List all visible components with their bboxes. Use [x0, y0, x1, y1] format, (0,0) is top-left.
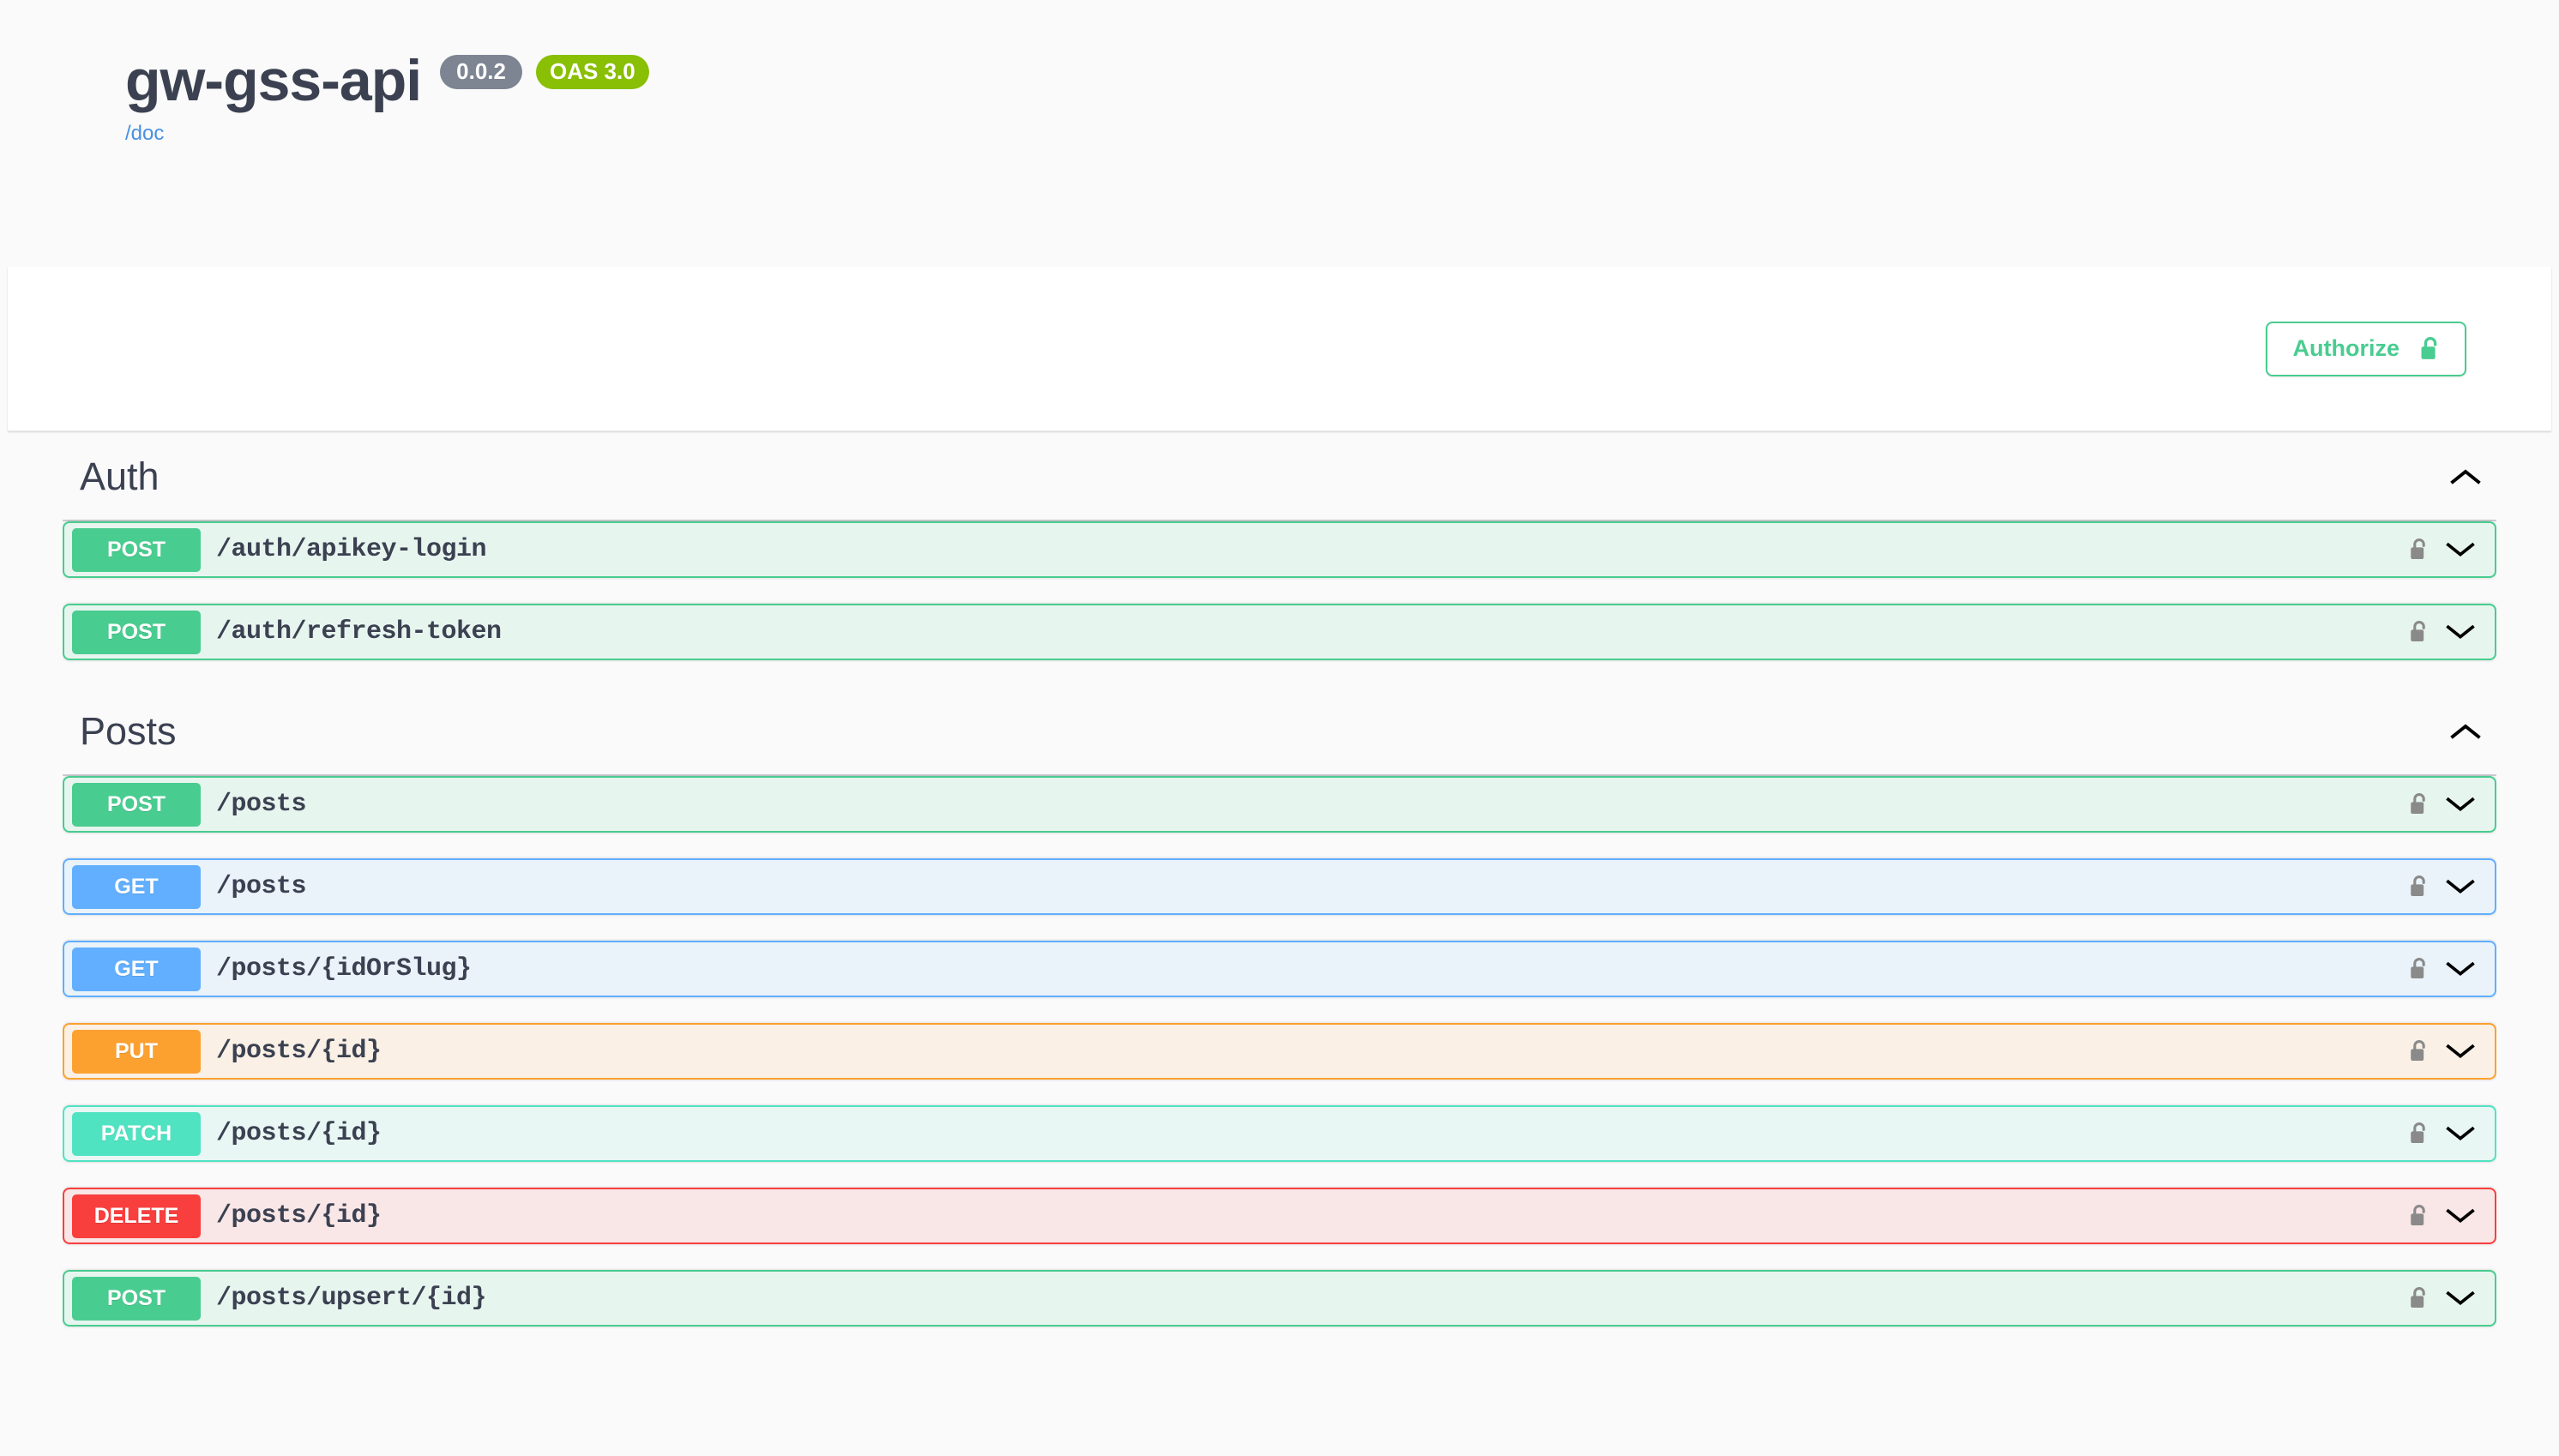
unlock-icon[interactable]	[2408, 1121, 2430, 1146]
operation-path: /auth/apikey-login	[216, 535, 487, 564]
authorize-button[interactable]: Authorize	[2265, 321, 2466, 376]
chevron-down-icon[interactable]	[2446, 540, 2475, 559]
http-method-badge: POST	[72, 610, 201, 654]
api-info-block: gw-gss-api 0.0.2 OAS 3.0 /doc	[0, 0, 2559, 146]
operation-row[interactable]: PUT /posts/{id}	[63, 1023, 2496, 1080]
operation-row[interactable]: POST /auth/refresh-token	[63, 604, 2496, 660]
chevron-up-icon[interactable]	[2450, 467, 2481, 486]
operation-summary[interactable]: POST /auth/refresh-token	[64, 605, 2495, 659]
operation-summary[interactable]: PUT /posts/{id}	[64, 1025, 2495, 1078]
chevron-down-icon[interactable]	[2446, 1289, 2475, 1308]
chevron-down-icon[interactable]	[2446, 877, 2475, 896]
operation-summary[interactable]: PATCH /posts/{id}	[64, 1107, 2495, 1160]
http-method-badge: GET	[72, 864, 201, 909]
operation-path: /posts/{id}	[216, 1119, 382, 1148]
chevron-down-icon[interactable]	[2446, 1124, 2475, 1143]
operation-path: /posts	[216, 872, 307, 901]
operation-row[interactable]: POST /posts/upsert/{id}	[63, 1270, 2496, 1327]
unlock-icon[interactable]	[2408, 1203, 2430, 1229]
operation-summary[interactable]: POST /posts	[64, 778, 2495, 831]
version-badge: 0.0.2	[440, 55, 522, 89]
http-method-badge: PUT	[72, 1029, 201, 1074]
unlock-icon[interactable]	[2408, 537, 2430, 563]
chevron-down-icon[interactable]	[2446, 623, 2475, 641]
chevron-down-icon[interactable]	[2446, 1206, 2475, 1225]
http-method-badge: GET	[72, 947, 201, 991]
unlock-icon	[2418, 335, 2442, 363]
operation-path: /posts/{id}	[216, 1201, 382, 1230]
operation-row[interactable]: PATCH /posts/{id}	[63, 1105, 2496, 1162]
operation-path: /posts/upsert/{id}	[216, 1284, 487, 1313]
operation-summary[interactable]: DELETE /posts/{id}	[64, 1189, 2495, 1242]
auth-wrapper: Authorize	[2265, 321, 2466, 376]
chevron-up-icon[interactable]	[2450, 722, 2481, 741]
api-title-row: gw-gss-api 0.0.2 OAS 3.0	[125, 51, 2496, 110]
unlock-icon[interactable]	[2408, 619, 2430, 645]
unlock-icon[interactable]	[2408, 791, 2430, 817]
operation-row[interactable]: DELETE /posts/{id}	[63, 1188, 2496, 1244]
chevron-down-icon[interactable]	[2446, 1042, 2475, 1061]
chevron-down-icon[interactable]	[2446, 795, 2475, 814]
operation-summary[interactable]: GET /posts	[64, 860, 2495, 913]
authorize-button-label: Authorize	[2292, 335, 2400, 361]
http-method-badge: POST	[72, 527, 201, 572]
operation-row[interactable]: GET /posts	[63, 858, 2496, 915]
http-method-badge: DELETE	[72, 1194, 201, 1238]
http-method-badge: PATCH	[72, 1111, 201, 1156]
page-title: gw-gss-api	[125, 48, 422, 113]
unlock-icon[interactable]	[2408, 1038, 2430, 1064]
operation-path: /auth/refresh-token	[216, 617, 502, 647]
operations-wrapper: Auth POST /auth/apikey-login	[63, 431, 2496, 1352]
spec-url-link[interactable]: /doc	[125, 122, 165, 145]
operation-row[interactable]: POST /auth/apikey-login	[63, 521, 2496, 578]
operation-path: /posts/{idOrSlug}	[216, 954, 472, 984]
chevron-down-icon[interactable]	[2446, 960, 2475, 978]
operation-path: /posts	[216, 790, 307, 819]
tag-name: Posts	[80, 709, 177, 753]
unlock-icon[interactable]	[2408, 874, 2430, 899]
http-method-badge: POST	[72, 782, 201, 827]
unlock-icon[interactable]	[2408, 1285, 2430, 1311]
tag-name: Auth	[80, 454, 160, 498]
operation-path: /posts/{id}	[216, 1037, 382, 1066]
oas-version-badge: OAS 3.0	[535, 55, 649, 89]
operation-row[interactable]: GET /posts/{idOrSlug}	[63, 941, 2496, 997]
tag-section-posts: Posts POST /posts	[63, 686, 2496, 1327]
operation-summary[interactable]: POST /posts/upsert/{id}	[64, 1272, 2495, 1325]
http-method-badge: POST	[72, 1276, 201, 1321]
tag-header-posts[interactable]: Posts	[63, 686, 2496, 776]
scheme-container: Authorize	[8, 267, 2551, 431]
unlock-icon[interactable]	[2408, 956, 2430, 982]
operation-summary[interactable]: GET /posts/{idOrSlug}	[64, 942, 2495, 996]
operation-row[interactable]: POST /posts	[63, 776, 2496, 833]
tag-section-auth: Auth POST /auth/apikey-login	[63, 431, 2496, 660]
tag-header-auth[interactable]: Auth	[63, 431, 2496, 521]
operation-summary[interactable]: POST /auth/apikey-login	[64, 523, 2495, 576]
